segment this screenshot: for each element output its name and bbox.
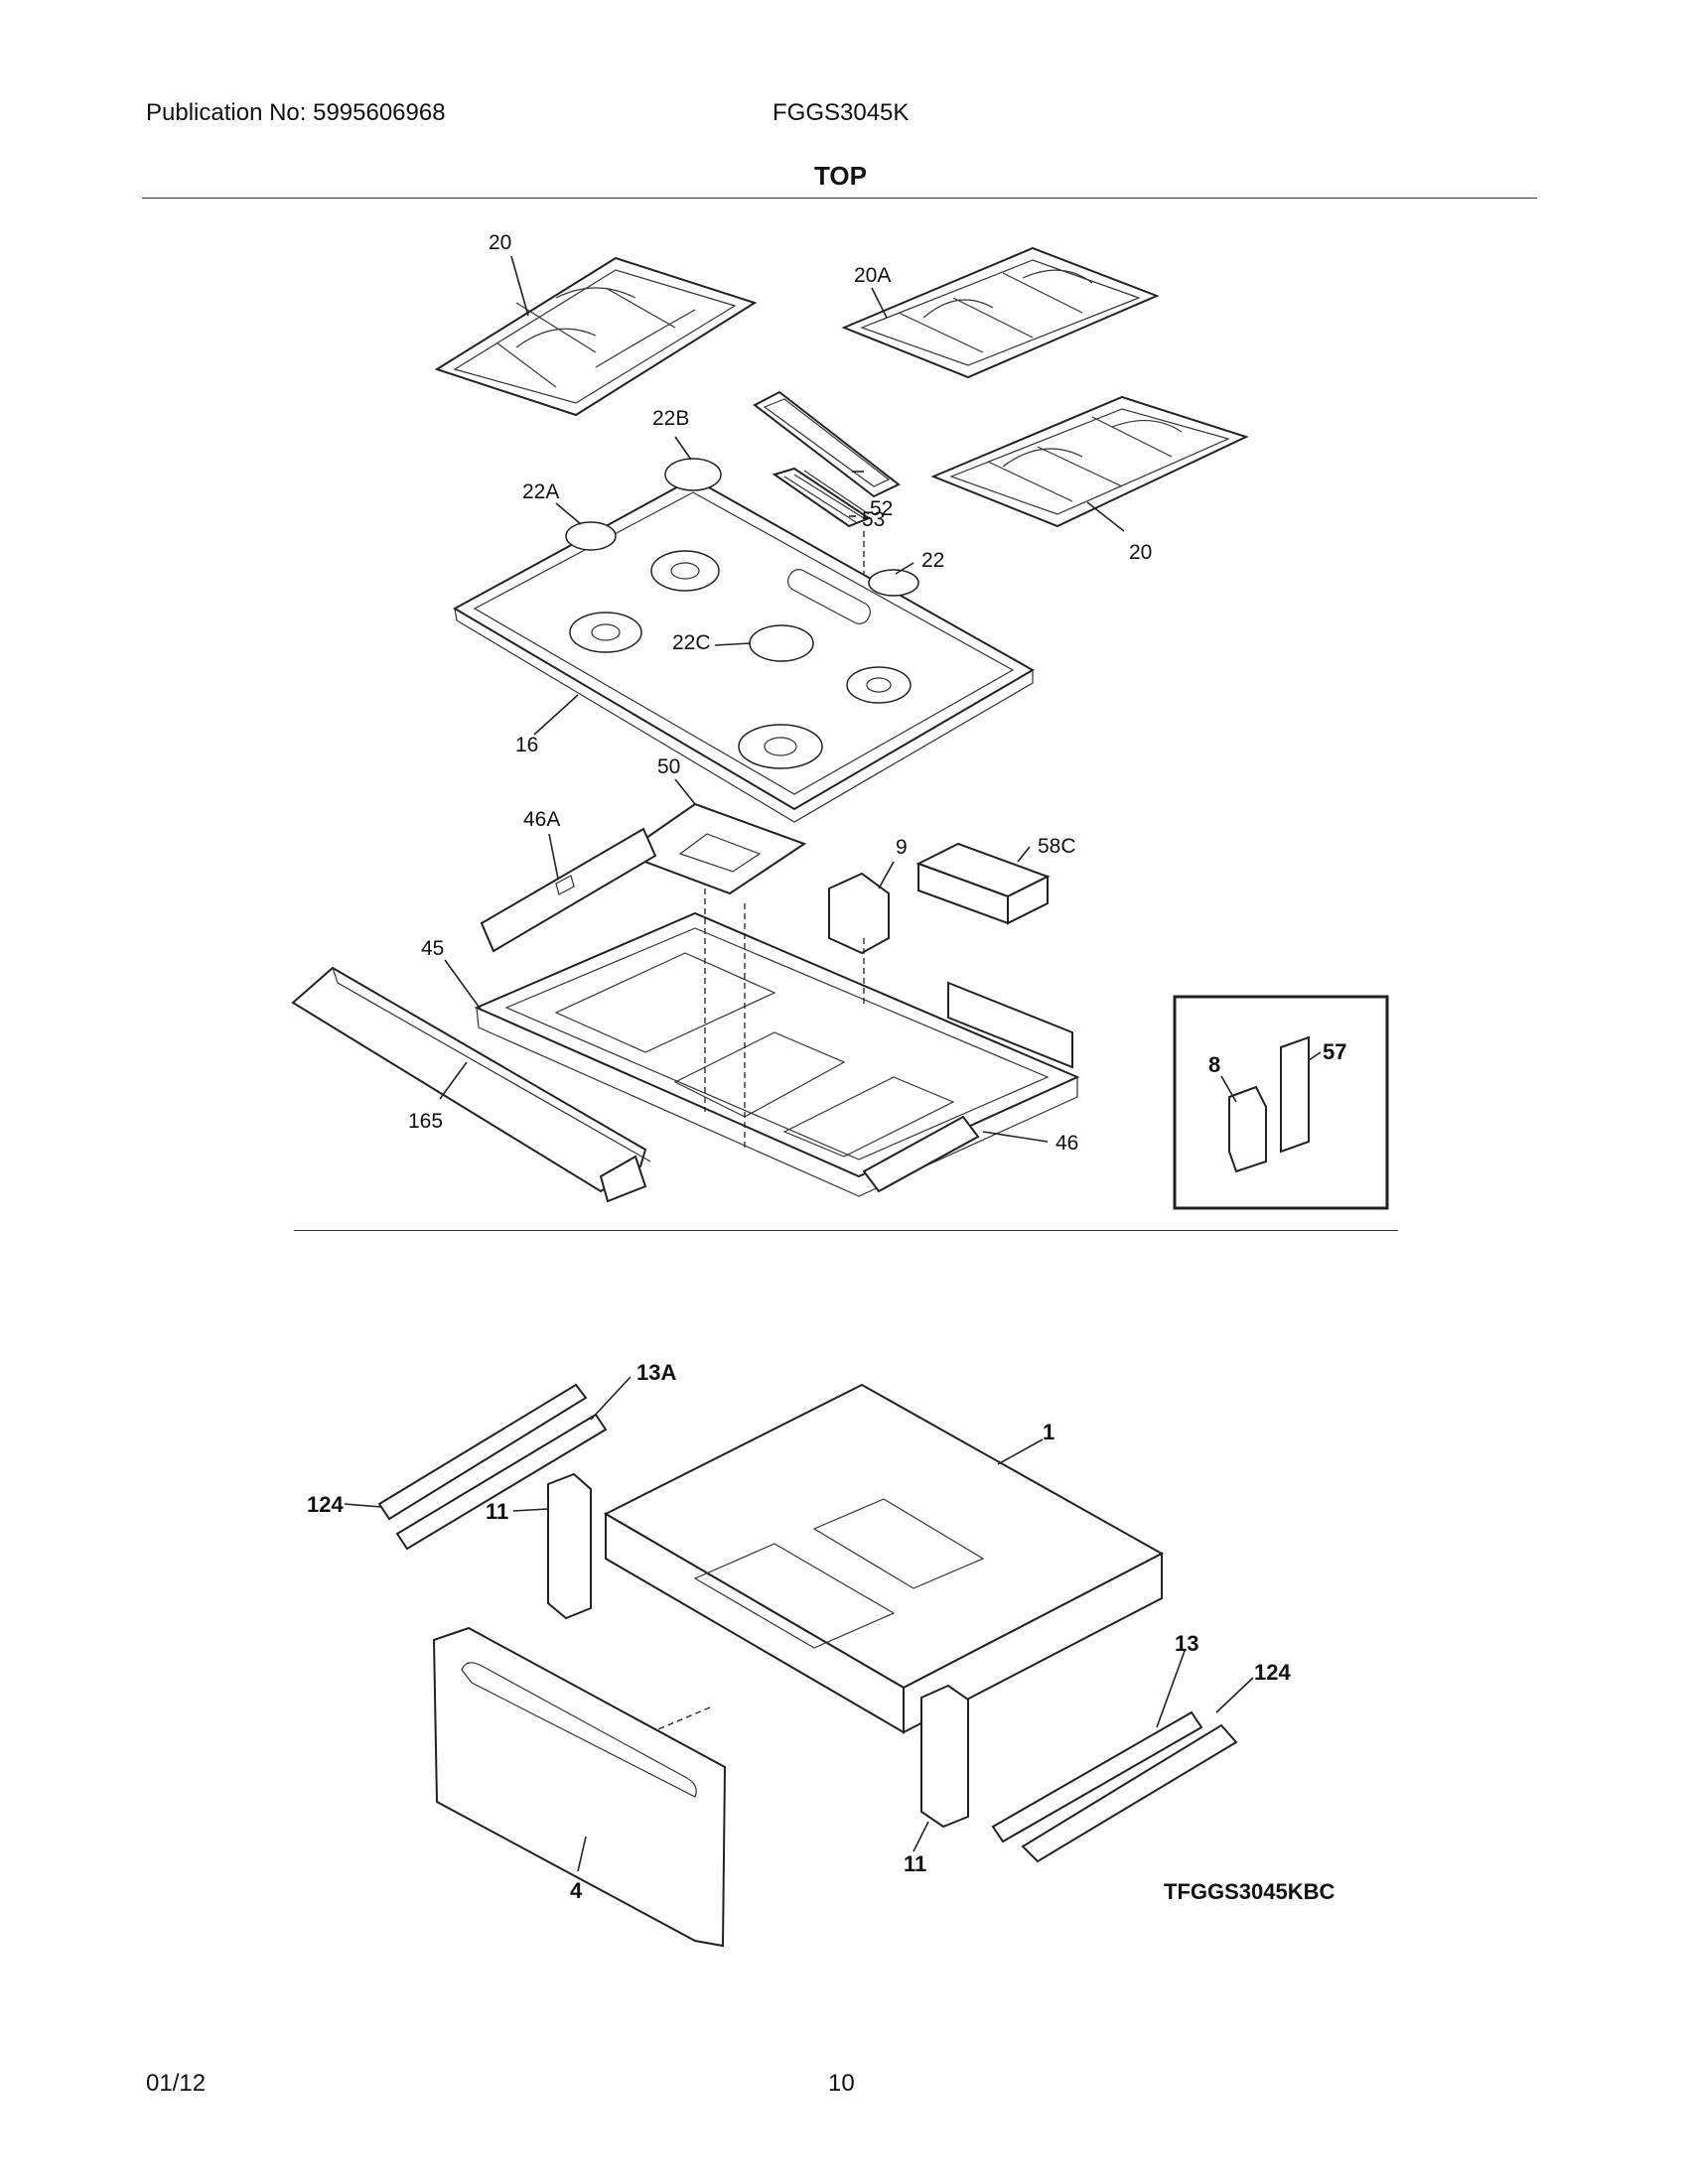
model-number: FGGS3045K xyxy=(773,99,910,126)
callout-9: 9 xyxy=(896,836,908,859)
burner-box-45 xyxy=(474,911,1080,1197)
bracket-9 xyxy=(828,872,890,955)
callout-8: 8 xyxy=(1208,1052,1220,1077)
callout-20-left: 20 xyxy=(489,231,511,254)
callout-50: 50 xyxy=(657,755,680,778)
callout-20a: 20A xyxy=(854,264,891,287)
callout-4: 4 xyxy=(570,1878,583,1903)
callout-1: 1 xyxy=(1043,1420,1055,1444)
grate-right-top xyxy=(841,246,1160,379)
callout-58c: 58C xyxy=(1038,835,1076,858)
callout-165: 165 xyxy=(408,1110,443,1133)
cooktop-16 xyxy=(452,477,1036,823)
burner-caps xyxy=(565,458,919,662)
slide-13 xyxy=(991,1710,1203,1843)
callout-46a: 46A xyxy=(523,808,560,831)
insulation-58c xyxy=(915,842,1051,925)
footer-page-number: 10 xyxy=(828,2070,855,2097)
callout-124-left: 124 xyxy=(307,1492,344,1517)
griddle-cover-52 xyxy=(753,390,901,498)
callout-20-right: 20 xyxy=(1129,541,1152,564)
callout-53: 53 xyxy=(862,508,885,531)
callout-16: 16 xyxy=(515,734,538,756)
drawer-1 xyxy=(603,1383,1165,1734)
publication-number: Publication No: 5995606968 xyxy=(146,99,446,126)
callout-13: 13 xyxy=(1175,1631,1198,1656)
callout-22a: 22A xyxy=(522,480,559,503)
callout-45: 45 xyxy=(421,937,444,960)
grate-left xyxy=(434,256,758,417)
burner-heads xyxy=(569,550,912,769)
callout-11-right: 11 xyxy=(904,1851,926,1876)
callout-22: 22 xyxy=(921,549,944,572)
grate-right-bottom xyxy=(930,395,1249,528)
callout-46: 46 xyxy=(1055,1132,1078,1155)
slide-124-right xyxy=(1021,1723,1238,1863)
callout-22c: 22C xyxy=(672,631,711,654)
slide-13a xyxy=(377,1383,608,1551)
side-bracket-46 xyxy=(862,1115,980,1193)
diagram-code: TFGGS3045KBC xyxy=(1164,1879,1335,1904)
drawer-front-4 xyxy=(432,1626,727,1948)
callout-52: 52 xyxy=(870,497,893,520)
center-tray-50 xyxy=(621,802,807,895)
callout-13a: 13A xyxy=(636,1360,676,1385)
callout-11-left: 11 xyxy=(486,1499,508,1524)
section-title: TOP xyxy=(814,161,867,191)
callout-57: 57 xyxy=(1323,1039,1346,1064)
callout-22b: 22B xyxy=(652,407,689,430)
side-bracket-46a xyxy=(480,827,657,953)
griddle-grate-53 xyxy=(772,467,872,528)
bracket-11-left xyxy=(547,1472,592,1620)
inset-box xyxy=(1173,995,1389,1210)
footer-date: 01/12 xyxy=(146,2070,207,2097)
callout-124-right: 124 xyxy=(1254,1660,1291,1685)
rear-rail-165 xyxy=(291,966,651,1203)
header-rule xyxy=(142,198,1537,199)
section-divider xyxy=(294,1230,1398,1231)
leader-lines xyxy=(344,255,1322,1872)
bracket-11-right xyxy=(920,1684,969,1829)
